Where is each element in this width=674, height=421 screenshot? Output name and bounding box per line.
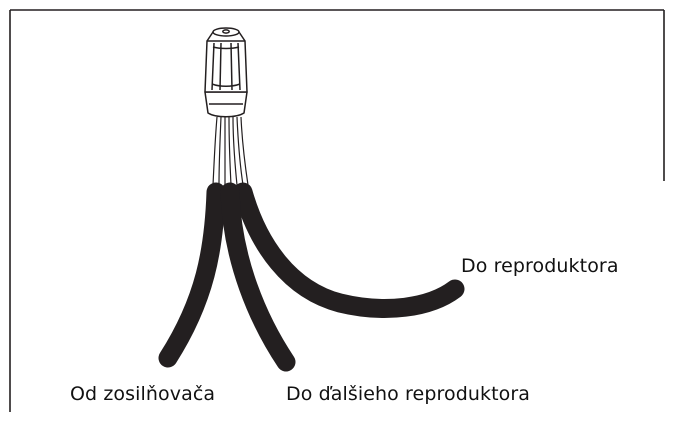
label-to-next-speaker: Do ďalšieho reproduktora xyxy=(286,383,531,405)
label-to-speaker: Do reproduktora xyxy=(461,255,619,277)
insulated-wire-group xyxy=(158,182,465,372)
wire-nut-connector-icon xyxy=(204,27,248,118)
wire-to-next-speaker xyxy=(220,182,296,372)
wire-from-amplifier xyxy=(158,182,226,368)
wire-to-speaker xyxy=(233,182,465,318)
label-from-amplifier: Od zosilňovača xyxy=(70,383,216,405)
diagram-frame xyxy=(9,9,665,412)
exposed-wire-strands xyxy=(212,116,249,186)
